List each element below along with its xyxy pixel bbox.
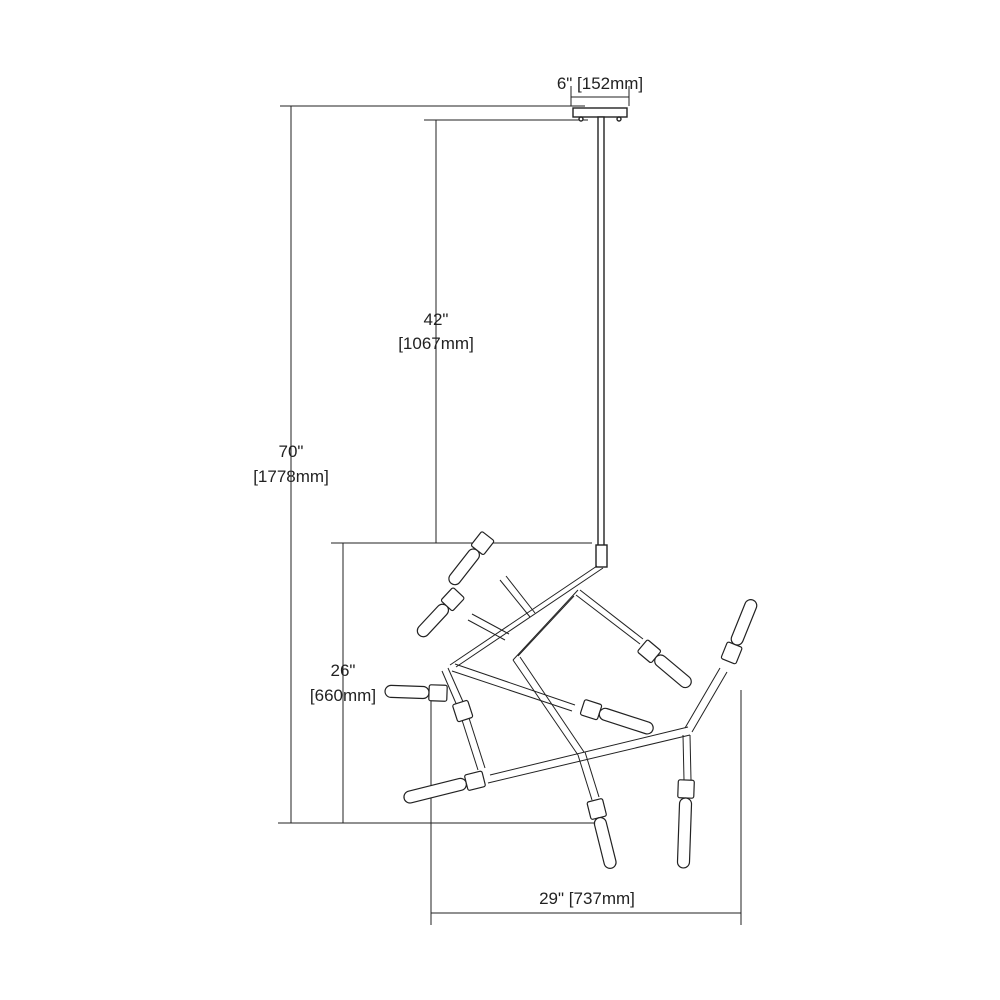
bulb-far-right [720, 599, 758, 665]
stem-height-label: 42" [424, 310, 449, 329]
bulb-left-lower [452, 699, 474, 723]
bulb-upper-left [416, 587, 465, 638]
fixture-width-label: 29" [737mm] [539, 889, 635, 908]
bulb-bottom-left [403, 770, 486, 804]
overall-height-mm-label: [1778mm] [253, 467, 329, 486]
dimension-lines [278, 86, 742, 925]
stem-height-mm-label: [1067mm] [398, 334, 474, 353]
bulb-top-left [448, 531, 495, 586]
bulb-bottom-center [586, 798, 617, 869]
fixture-height-label: 26" [331, 661, 356, 680]
bulb-left [384, 684, 448, 702]
bulb-center [579, 699, 654, 735]
bulb-center-right [637, 639, 692, 689]
overall-height-label: 70" [279, 442, 304, 461]
bulb-bottom-right [676, 779, 695, 869]
stem [595, 116, 608, 568]
fixture-height-mm-label: [660mm] [310, 686, 376, 705]
canopy-width-label: 6" [152mm] [557, 74, 643, 93]
fixture-arms [441, 565, 728, 801]
